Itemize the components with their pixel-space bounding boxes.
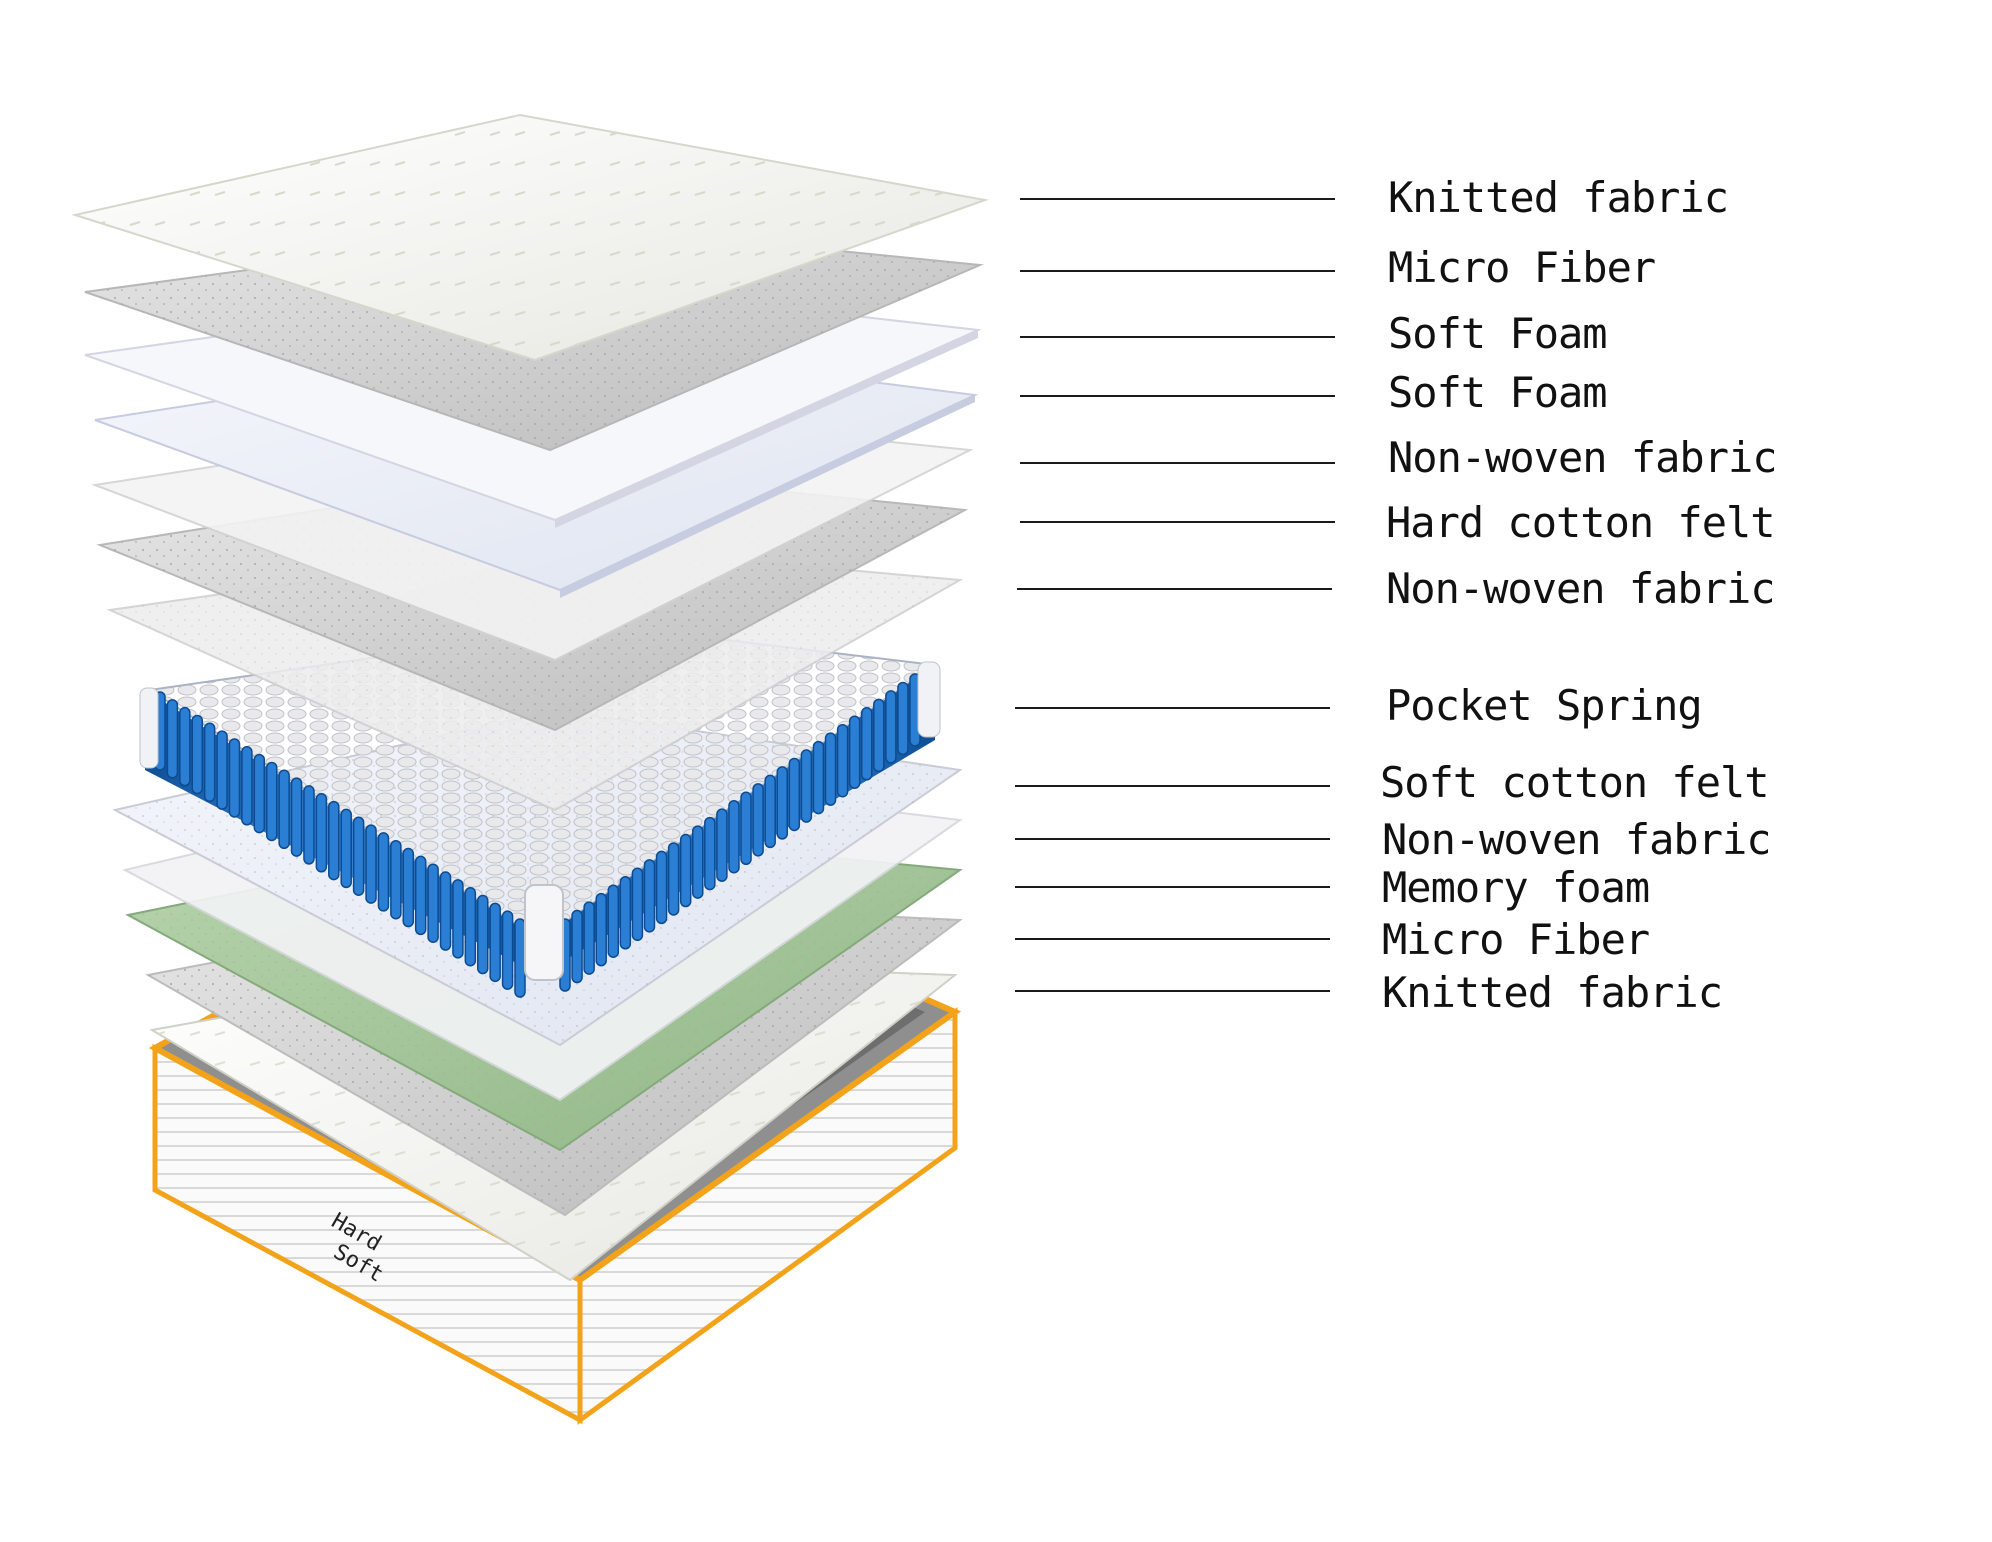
spring-coil	[740, 791, 752, 866]
layer-label: Non-woven fabric	[1388, 433, 1778, 482]
leader-line	[1020, 336, 1335, 338]
layer-label: Knitted fabric	[1388, 173, 1729, 222]
leader-line	[1017, 588, 1332, 590]
layer-label: Non-woven fabric	[1382, 815, 1772, 864]
spring-coil	[191, 714, 203, 795]
spring-coil	[655, 850, 668, 925]
spring-coil	[390, 839, 402, 920]
leader-line	[1020, 198, 1335, 200]
spring-coil	[414, 855, 427, 936]
layer-label: Soft Foam	[1388, 368, 1608, 417]
spring-coil	[253, 753, 266, 834]
spring-coil	[402, 847, 415, 928]
spring-coil	[265, 761, 278, 842]
spring-coil	[607, 884, 620, 958]
spring-coil	[278, 769, 290, 850]
spring-coil	[340, 808, 352, 889]
spring-coil	[303, 785, 315, 865]
leader-line	[1015, 990, 1330, 992]
spring-coil	[179, 706, 191, 787]
spring-coil	[776, 766, 788, 840]
spring-coil	[439, 871, 452, 951]
spring-coil	[836, 723, 849, 798]
spring-coil	[365, 824, 377, 904]
spring-coil	[716, 808, 728, 882]
spring-coil	[427, 863, 439, 943]
leader-line	[1015, 938, 1330, 940]
spring-coil	[752, 783, 764, 857]
spring-coil	[704, 816, 716, 891]
spring-coil	[203, 722, 216, 803]
spring-coil	[764, 774, 776, 849]
spring-coil	[885, 690, 897, 764]
spring-coil	[501, 910, 514, 990]
leader-line	[1020, 270, 1335, 272]
spring-coil	[583, 901, 595, 975]
layer-label: Pocket Spring	[1386, 681, 1703, 730]
spring-coil	[352, 816, 365, 896]
spring-coil	[377, 832, 390, 912]
spring-coil	[643, 859, 656, 933]
spring-coil	[290, 777, 303, 857]
layer-label: Soft cotton felt	[1380, 758, 1770, 807]
spring-coil	[464, 886, 477, 967]
layer-label: Soft Foam	[1388, 309, 1608, 358]
leader-line	[1015, 886, 1330, 888]
leader-line	[1015, 707, 1330, 709]
layer-label: Hard cotton felt	[1386, 498, 1776, 547]
spring-coil	[328, 800, 340, 881]
spring-coil	[315, 793, 328, 873]
spring-coil	[241, 746, 253, 826]
spring-coil	[728, 799, 740, 874]
leader-line	[1015, 785, 1330, 787]
spring-coil	[166, 699, 179, 779]
leader-line	[1015, 838, 1330, 840]
spring-coil	[897, 681, 909, 756]
spring-coil	[800, 749, 813, 823]
layer-label: Micro Fiber	[1388, 243, 1656, 292]
layer-label: Micro Fiber	[1382, 915, 1650, 964]
spring-coil	[452, 879, 464, 959]
spring-coil	[812, 740, 825, 815]
layer-label: Memory foam	[1382, 863, 1650, 912]
leader-line	[1020, 395, 1335, 397]
spring-coil	[595, 892, 607, 967]
layer-label: Non-woven fabric	[1386, 564, 1776, 613]
spring-coil	[228, 738, 241, 818]
spring-coil	[848, 715, 861, 789]
spring-coil	[619, 876, 632, 950]
spring-coil	[489, 902, 501, 983]
leader-line	[1020, 521, 1335, 523]
spring-coil	[860, 707, 873, 781]
spring-coil	[692, 825, 704, 899]
layer-label: Knitted fabric	[1382, 968, 1723, 1017]
leader-line	[1020, 462, 1335, 464]
spring-coil	[216, 730, 228, 810]
spring-coil	[667, 842, 680, 916]
spring-coil	[477, 894, 489, 975]
spring-coil	[824, 732, 837, 806]
spring-coil	[679, 833, 692, 908]
spring-coil	[514, 918, 526, 998]
spring-coil	[873, 698, 885, 773]
spring-coil	[788, 757, 801, 832]
spring-coil	[571, 909, 583, 984]
spring-coil	[631, 867, 644, 942]
